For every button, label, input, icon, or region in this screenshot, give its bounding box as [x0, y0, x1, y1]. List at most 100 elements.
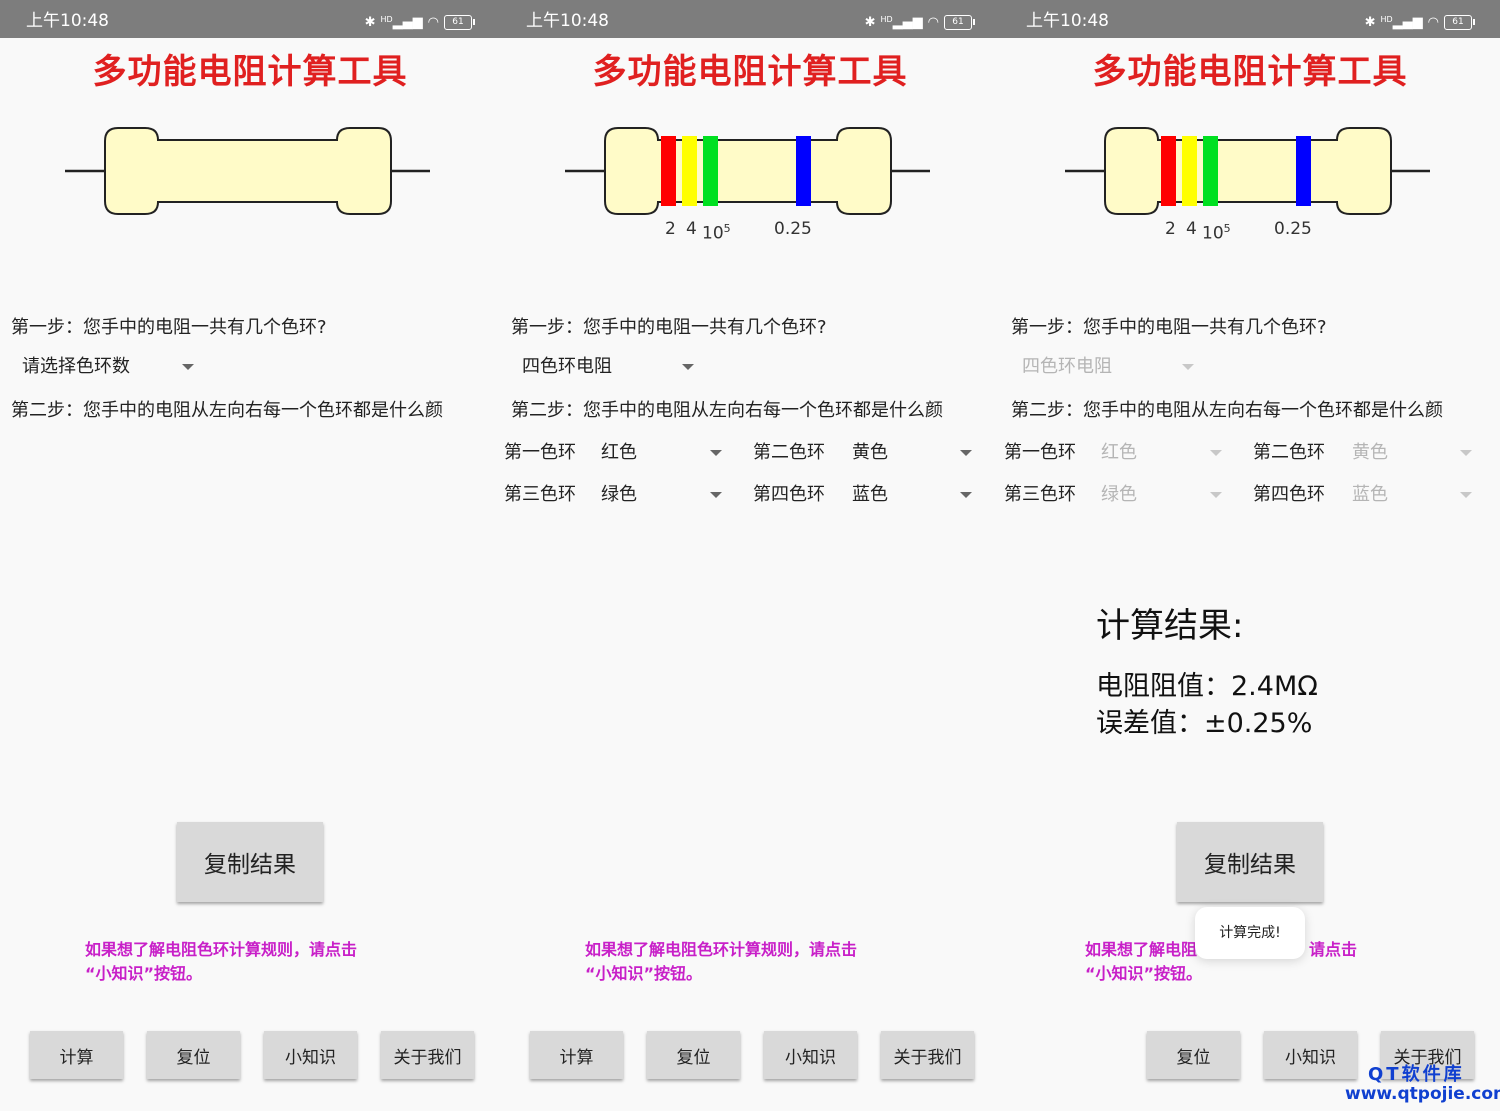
status-bar: 上午10:48 ✱ HD▂▄▆ ◠ 61: [0, 0, 500, 38]
knowledge-button[interactable]: 小知识: [264, 1031, 357, 1079]
step2-prompt: 第二步：您手中的电阻从左向右每一个色环都是什么颜: [1011, 400, 1443, 421]
dropdown-caret-icon: [960, 450, 972, 456]
ring4-color-value: 蓝色: [1352, 484, 1388, 505]
status-bar: 上午10:48 ✱ HD▂▄▆ ◠ 61: [1000, 0, 1500, 38]
band-label-multiplier: 105: [702, 222, 731, 244]
dropdown-caret-icon: [1460, 492, 1472, 498]
band-count-select[interactable]: 请选择色环数: [22, 356, 202, 380]
bluetooth-icon: ✱: [1364, 14, 1376, 30]
dropdown-caret-icon: [710, 450, 722, 456]
band-count-select-value: 四色环电阻: [1022, 356, 1112, 377]
resistor-body: [604, 127, 892, 215]
step2-prompt: 第二步：您手中的电阻从左向右每一个色环都是什么颜: [11, 400, 443, 421]
signal-icon: HD▂▄▆: [1380, 14, 1423, 30]
band-count-select[interactable]: 四色环电阻: [1022, 356, 1202, 380]
tip-text: 如果想了解电阻色环计算规则，请点击 “小知识”按钮。: [85, 938, 425, 986]
ring2-color-value: 黄色: [852, 442, 888, 463]
color-band-1: [1161, 136, 1176, 206]
status-icons: ✱ HD▂▄▆ ◠ 61: [1364, 13, 1475, 31]
ring3-label: 第三色环: [1004, 484, 1076, 505]
color-band-4: [796, 136, 811, 206]
screen-initial: 上午10:48 ✱ HD▂▄▆ ◠ 61 多功能电阻计算工具 第一步：您手中的电…: [0, 0, 500, 1111]
tip-line-2: “小知识”按钮。: [585, 964, 703, 983]
copy-result-button[interactable]: 复制结果: [1177, 822, 1323, 902]
dropdown-caret-icon: [682, 364, 694, 370]
app-title: 多功能电阻计算工具: [92, 52, 408, 92]
dropdown-caret-icon: [1210, 492, 1222, 498]
color-band-2: [682, 136, 697, 206]
about-us-button[interactable]: 关于我们: [881, 1031, 974, 1079]
ring3-color-select[interactable]: 绿色: [601, 484, 726, 508]
status-icons: ✱ HD▂▄▆ ◠ 61: [864, 13, 975, 31]
battery-icon: 61: [1444, 14, 1475, 30]
tip-line-1: 如果想了解电阻色环计算规则，请点击: [85, 940, 358, 959]
result-resistance: 电阻阻值：2.4MΩ: [1096, 671, 1318, 702]
band-label-digit2: 4: [686, 219, 697, 239]
band-label-digit1: 2: [1165, 219, 1176, 239]
resistor-body: [1104, 127, 1392, 215]
dropdown-caret-icon: [1460, 450, 1472, 456]
ring2-label: 第二色环: [753, 442, 825, 463]
reset-button[interactable]: 复位: [1147, 1031, 1240, 1079]
status-time: 上午10:48: [26, 11, 109, 31]
toast-message: 计算完成!: [1195, 907, 1305, 959]
step2-prompt: 第二步：您手中的电阻从左向右每一个色环都是什么颜: [511, 400, 943, 421]
band-label-tolerance: 0.25: [774, 219, 812, 239]
ring1-color-select[interactable]: 红色: [601, 442, 726, 466]
ring4-color-select[interactable]: 蓝色: [1352, 484, 1477, 508]
tip-line-1: 如果想了解电阻色环计算规则，请点击: [585, 940, 858, 959]
knowledge-button[interactable]: 小知识: [764, 1031, 857, 1079]
ring4-color-select[interactable]: 蓝色: [852, 484, 977, 508]
ring1-label: 第一色环: [504, 442, 576, 463]
ring1-color-value: 红色: [601, 442, 637, 463]
step1-prompt: 第一步：您手中的电阻一共有几个色环?: [11, 317, 327, 338]
app-title: 多功能电阻计算工具: [592, 52, 908, 92]
wifi-icon: ◠: [1427, 14, 1439, 30]
band-count-select[interactable]: 四色环电阻: [522, 356, 702, 380]
screen-selected: 上午10:48 ✱ HD▂▄▆ ◠ 61 多功能电阻计算工具 2 4 105 0…: [500, 0, 1000, 1111]
signal-icon: HD▂▄▆: [880, 14, 923, 30]
calculate-button[interactable]: 计算: [30, 1031, 123, 1079]
dropdown-caret-icon: [1210, 450, 1222, 456]
step1-prompt: 第一步：您手中的电阻一共有几个色环?: [1011, 317, 1327, 338]
band-label-multiplier: 105: [1202, 222, 1231, 244]
ring3-color-value: 绿色: [1101, 484, 1137, 505]
step1-prompt: 第一步：您手中的电阻一共有几个色环?: [511, 317, 827, 338]
ring2-label: 第二色环: [1253, 442, 1325, 463]
ring1-color-select[interactable]: 红色: [1101, 442, 1226, 466]
band-count-select-value: 四色环电阻: [522, 356, 612, 377]
knowledge-button[interactable]: 小知识: [1264, 1031, 1357, 1079]
calculate-button[interactable]: 计算: [530, 1031, 623, 1079]
tip-line-2: “小知识”按钮。: [85, 964, 203, 983]
reset-button[interactable]: 复位: [647, 1031, 740, 1079]
tip-text: 如果想了解电阻色环计算规则，请点击 “小知识”按钮。: [585, 938, 925, 986]
wifi-icon: ◠: [427, 14, 439, 30]
ring3-color-value: 绿色: [601, 484, 637, 505]
bluetooth-icon: ✱: [864, 14, 876, 30]
dropdown-caret-icon: [710, 492, 722, 498]
copy-result-button[interactable]: 复制结果: [177, 822, 323, 902]
color-band-2: [1182, 136, 1197, 206]
ring4-color-value: 蓝色: [852, 484, 888, 505]
ring3-label: 第三色环: [504, 484, 576, 505]
color-band-4: [1296, 136, 1311, 206]
ring2-color-select[interactable]: 黄色: [1352, 442, 1477, 466]
ring4-label: 第四色环: [1253, 484, 1325, 505]
dropdown-caret-icon: [182, 364, 194, 370]
ring3-color-select[interactable]: 绿色: [1101, 484, 1226, 508]
battery-icon: 61: [444, 14, 475, 30]
resistor-image: [65, 127, 430, 215]
about-us-button[interactable]: 关于我们: [1381, 1031, 1474, 1079]
watermark-url: www.qtpojie.com: [1345, 1084, 1500, 1104]
status-icons: ✱ HD▂▄▆ ◠ 61: [365, 13, 475, 31]
status-time: 上午10:48: [526, 11, 609, 31]
app-title: 多功能电阻计算工具: [1092, 52, 1408, 92]
tip-line-2: “小知识”按钮。: [1085, 964, 1203, 983]
battery-icon: 61: [944, 14, 975, 30]
about-us-button[interactable]: 关于我们: [381, 1031, 474, 1079]
ring1-label: 第一色环: [1004, 442, 1076, 463]
ring2-color-select[interactable]: 黄色: [852, 442, 977, 466]
color-band-3: [703, 136, 718, 206]
dropdown-caret-icon: [1182, 364, 1194, 370]
reset-button[interactable]: 复位: [147, 1031, 240, 1079]
